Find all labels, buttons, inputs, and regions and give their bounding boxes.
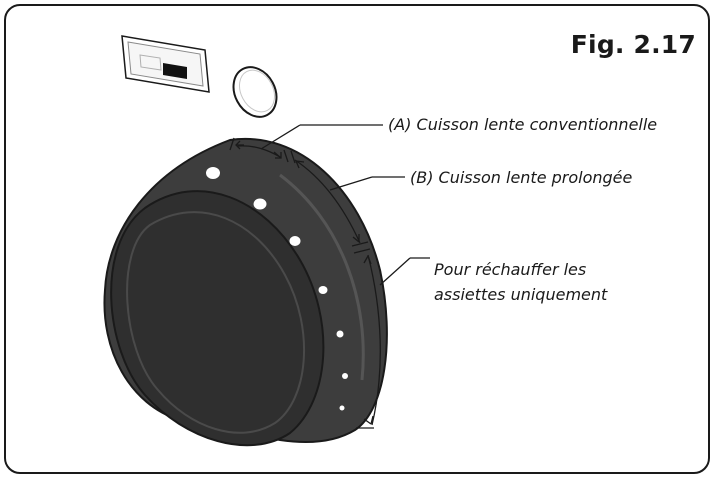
figure-frame (4, 4, 710, 474)
range-arc-a (229, 124, 383, 164)
dot-3 (289, 236, 301, 246)
round-button-icon (232, 66, 278, 118)
knob-icon (103, 137, 388, 447)
display-panel-icon (121, 35, 210, 93)
label-plate-warming: Pour réchauffer les assiettes uniquement (434, 257, 607, 307)
label-conventional-slow-cook: (A) Cuisson lente conventionnelle (388, 115, 658, 134)
dot-7 (339, 405, 345, 411)
indicator-dots (206, 167, 348, 411)
dot-1 (206, 167, 220, 179)
label-plate-warming-line1: Pour réchauffer les (434, 260, 587, 279)
range-arc-c (356, 254, 430, 429)
range-arc-b (294, 159, 405, 254)
dot-6 (342, 373, 348, 379)
label-plate-warming-line2: assiettes uniquement (434, 285, 608, 304)
dot-2 (253, 198, 267, 210)
figure-title: Fig. 2.17 (570, 30, 696, 59)
dot-5 (336, 330, 344, 338)
dot-4 (318, 286, 328, 294)
label-extended-slow-cook: (B) Cuisson lente prolongée (410, 168, 633, 187)
